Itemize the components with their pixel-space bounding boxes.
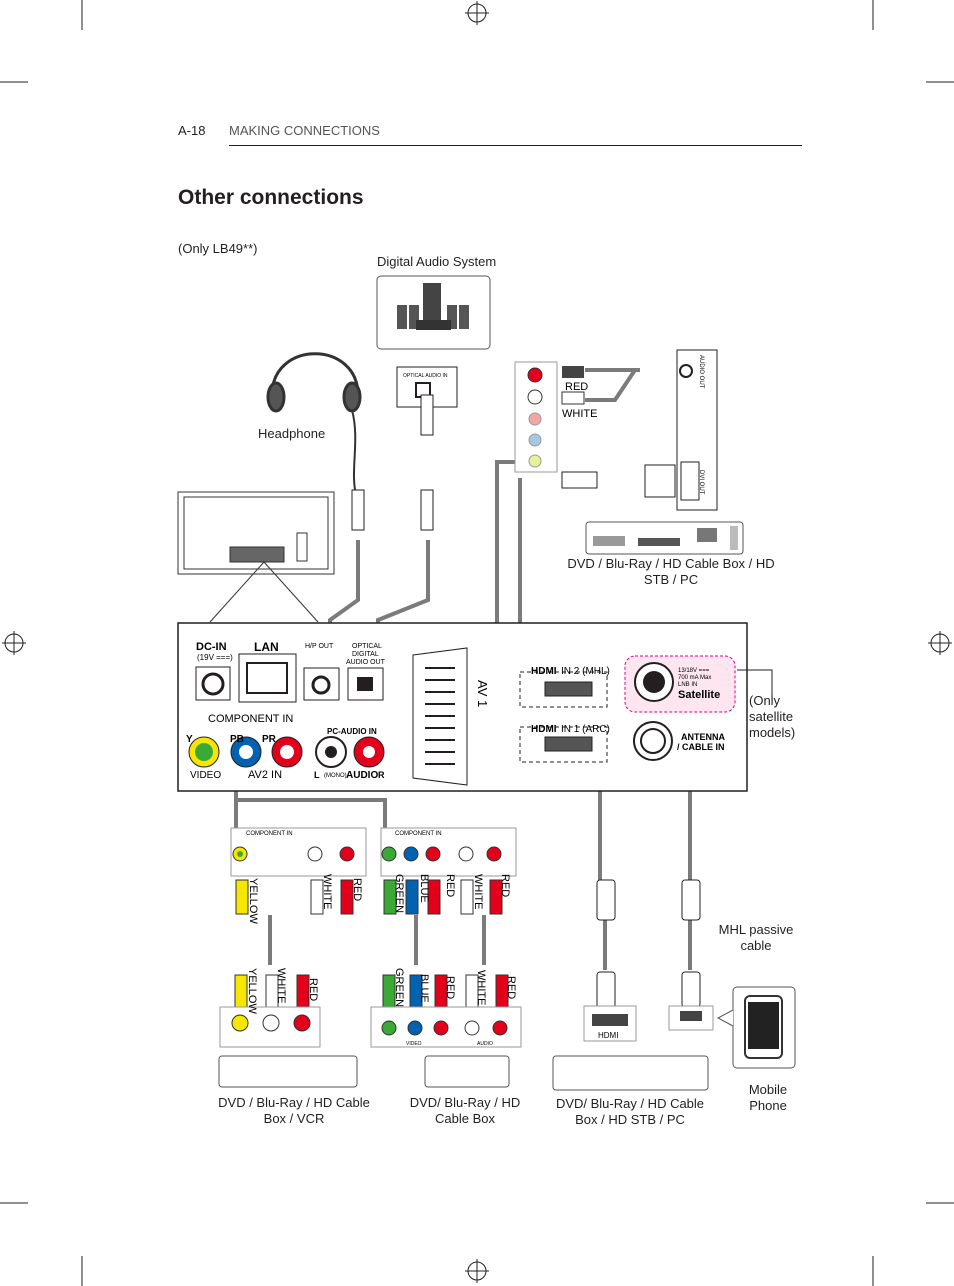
digital-audio-label: Digital Audio System (377, 254, 497, 269)
hp-out-label: H/P OUT (305, 643, 334, 650)
headphone-label: Headphone (258, 426, 326, 441)
tv-rear-illustration (177, 491, 335, 623)
sat-spec-3: LNB IN (678, 682, 697, 688)
optical-label-1: OPTICAL (352, 643, 382, 650)
white-label-1: WHITE (321, 874, 333, 909)
r-label: R (378, 770, 385, 780)
header-rule (229, 145, 802, 146)
hdmi2-logo: HDMI (531, 666, 557, 677)
side-jack-panel (514, 361, 585, 473)
av2-in-label: AV2 IN (248, 769, 282, 781)
antenna-label-2: / CABLE IN (677, 742, 725, 752)
satellite-label: Satellite (678, 689, 720, 701)
white-label-3: WHITE (275, 968, 287, 1003)
component-in-label: COMPONENT IN (208, 713, 293, 725)
audio-out-label: AUDIO OUT (698, 355, 704, 389)
red-cable-label: RED (565, 381, 588, 393)
red-label-1: RED (351, 878, 363, 901)
audio-small-label: AUDIO (477, 1041, 493, 1047)
red-label-2: RED (444, 874, 456, 897)
pc-audio-in-label: PC-AUDIO IN (327, 727, 377, 736)
hdmi-device-label: HDMI (598, 1031, 618, 1040)
pc-sources-illustration (585, 521, 744, 555)
hdmi2-label: IN 2 (MHL) (561, 666, 610, 677)
white-cable-label: WHITE (562, 408, 597, 420)
video-small-label: VIDEO (406, 1041, 422, 1047)
sat-spec-2: 700 mA Max (678, 675, 711, 681)
page-number: A-18 (178, 123, 206, 138)
vcr-sources-label: DVD / Blu-Ray / HD Cable Box / VCR (218, 1095, 370, 1126)
antenna-label-1: ANTENNA (681, 732, 725, 742)
mhl-cable-label: MHL passive cable (718, 922, 794, 953)
red-label-4: RED (307, 978, 319, 1001)
pb-label: PB (230, 734, 244, 745)
y-label: Y (186, 734, 193, 745)
mini-jack-panels (219, 827, 714, 1048)
optical-label-2: DIGITAL (352, 651, 379, 658)
tv-jack-panel (177, 622, 773, 792)
section-title: MAKING CONNECTIONS (229, 123, 380, 138)
green-label-1: GREEN (393, 874, 405, 913)
dc-volt-label: (19V ===) (197, 653, 233, 662)
optical-label-3: AUDIO OUT (346, 659, 386, 666)
lan-label: LAN (254, 640, 279, 654)
pc-sources-label: DVD / Blu-Ray / HD Cable Box / HD STB / … (567, 556, 775, 587)
dvi-out-label: DVI OUT (698, 470, 704, 495)
sat-spec-1: 13/18V === (678, 668, 710, 674)
av1-label: AV 1 (475, 680, 490, 707)
mobile-phone-icon (716, 986, 796, 1069)
blue-label-1: BLUE (418, 874, 430, 903)
l-label: L (314, 770, 320, 780)
green-label-2: GREEN (393, 968, 405, 1007)
pc-output-panel (676, 349, 718, 511)
mini-component-in-2: COMPONENT IN (395, 831, 442, 837)
digital-audio-system-illustration (376, 275, 491, 408)
yellow-label-2: YELLOW (246, 968, 258, 1014)
audio-label: AUDIO (346, 770, 378, 781)
mini-component-in-1: COMPONENT IN (246, 831, 293, 837)
red-label-6: RED (505, 976, 517, 999)
mobile-phone-label: Mobile Phone (748, 1082, 788, 1113)
component-sources-label: DVD/ Blu-Ray / HD Cable Box (409, 1095, 521, 1126)
red-label-3: RED (499, 874, 511, 897)
hdmi-sources-label: DVD/ Blu-Ray / HD Cable Box / HD STB / P… (555, 1096, 705, 1127)
blue-label-2: BLUE (418, 974, 430, 1003)
dc-in-label: DC-IN (196, 641, 227, 653)
white-label-2: WHITE (472, 874, 484, 909)
video-label: VIDEO (190, 770, 221, 781)
model-note: (Only LB49**) (178, 241, 258, 256)
red-label-5: RED (444, 976, 456, 999)
pr-label: PR (262, 734, 277, 745)
headphone-icon (266, 352, 362, 496)
satellite-note: (Only satellite models) (749, 693, 796, 740)
bottom-source-illustrations (218, 1055, 709, 1091)
mono-label: (MONO) (324, 773, 347, 779)
hdmi1-label: IN 1 (ARC) (561, 724, 610, 735)
optical-audio-in-label: OPTICAL AUDIO IN (403, 373, 448, 379)
page-title: Other connections (178, 186, 364, 209)
yellow-label-1: YELLOW (247, 878, 259, 924)
hdmi1-logo: HDMI (531, 724, 557, 735)
white-label-4: WHITE (475, 970, 487, 1005)
